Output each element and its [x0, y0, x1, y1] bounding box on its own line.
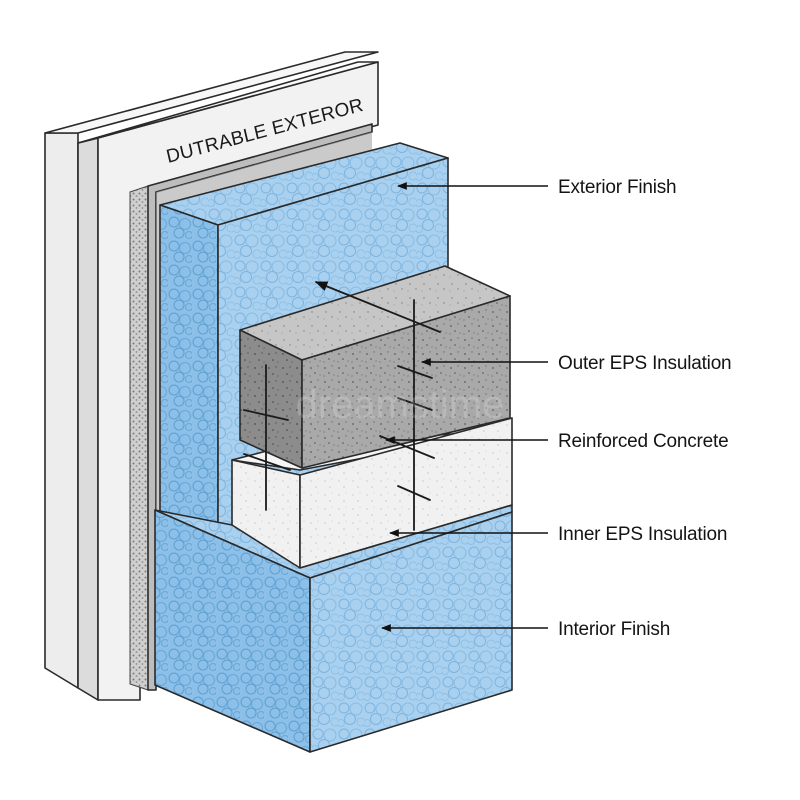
rebar-tick — [397, 485, 431, 501]
concrete-block — [239, 265, 511, 469]
watermark: dreamstime — [296, 383, 505, 427]
rebar-tick — [397, 397, 433, 411]
sealant-strip — [129, 185, 149, 691]
callout-reinforced-concrete: Reinforced Concrete — [558, 431, 728, 452]
rebar-tick — [397, 365, 433, 379]
callout-interior-finish: Interior Finish — [558, 619, 670, 640]
rear-board-front — [44, 132, 79, 689]
interior-finish-block — [154, 504, 513, 753]
rebar-diagonal — [314, 281, 441, 333]
callout-outer-eps-insulation: Outer EPS Insulation — [558, 353, 731, 374]
concrete-front — [301, 295, 511, 469]
outer-eps-side — [159, 204, 219, 541]
callout-inner-eps-insulation: Inner EPS Insulation — [558, 524, 727, 545]
rebar-tick — [243, 409, 289, 421]
callout-exterior-finish: Exterior Finish — [558, 177, 676, 198]
rear-board-top — [44, 51, 379, 134]
main-board-side — [77, 137, 99, 701]
callout-labels: Exterior Finish Outer EPS Insulation Rei… — [558, 177, 732, 640]
rebar-tick — [243, 453, 291, 471]
leader-lines — [381, 182, 548, 632]
interior-front — [309, 511, 513, 753]
main-board-top — [77, 61, 379, 144]
rebar-group — [243, 281, 441, 531]
